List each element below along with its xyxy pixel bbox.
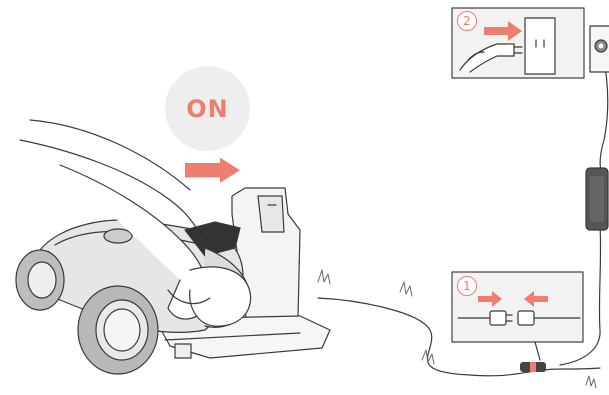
power-on-badge: ON	[165, 66, 250, 151]
wheel-left	[16, 250, 64, 310]
push-arrow-icon	[185, 158, 240, 183]
step-1-badge: 1	[457, 276, 477, 296]
adapter-cable-upper	[600, 55, 608, 178]
wheel-front	[78, 286, 158, 374]
step-2-badge: 2	[457, 11, 477, 31]
cable-connector-icon	[520, 362, 546, 372]
wall-socket-icon	[590, 26, 609, 72]
power-on-label: ON	[186, 95, 229, 123]
power-adapter-icon	[586, 168, 608, 230]
